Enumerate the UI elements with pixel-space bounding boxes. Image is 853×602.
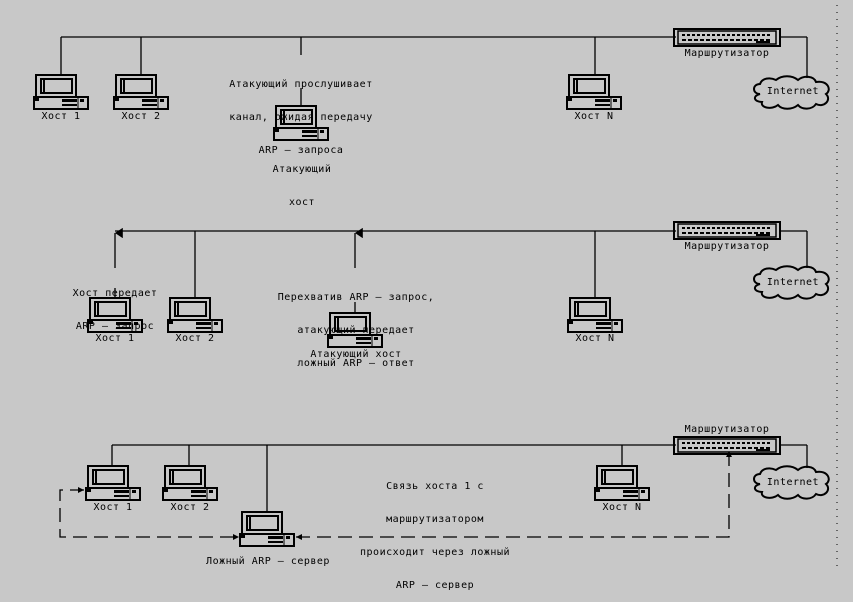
host-2-label: Хост 2 <box>170 502 210 513</box>
router-icon <box>673 221 781 240</box>
host-1-label: Хост 1 <box>95 333 135 344</box>
host-1-computer-icon <box>33 74 89 110</box>
host-2-computer-icon <box>167 297 223 333</box>
panel-3-note: Связь хоста 1 с маршрутизатором происход… <box>360 481 510 591</box>
spoofed-traffic-path <box>59 451 732 540</box>
router-label: Маршрутизатор <box>684 48 770 59</box>
host-n-computer-icon <box>566 74 622 110</box>
router-icon <box>673 436 781 455</box>
fake-arp-server-computer-icon <box>239 511 295 547</box>
host-1-label: Хост 1 <box>41 111 81 122</box>
router-label: Маршрутизатор <box>684 241 770 252</box>
panel-1-note: Атакующий прослушивает канал, ожидая пер… <box>229 79 373 156</box>
host-n-label: Хост N <box>574 111 614 122</box>
panel-1 <box>33 28 830 141</box>
panel-3 <box>59 436 830 547</box>
router-label: Маршрутизатор <box>684 424 770 435</box>
router-icon <box>673 28 781 47</box>
internet-label: Internet <box>766 277 820 288</box>
host-n-label: Хост N <box>602 502 642 513</box>
internet-label: Internet <box>766 477 820 488</box>
host-1-note: Хост передает ARP — запрос <box>72 288 158 332</box>
internet-label: Internet <box>766 86 820 97</box>
host-n-computer-icon <box>567 297 623 333</box>
fake-arp-server-label: Ложный ARP — сервер <box>206 556 330 567</box>
host-n-computer-icon <box>594 465 650 501</box>
panel-2-note: Перехватив ARP — запрос, атакующий перед… <box>277 292 435 369</box>
panel-2 <box>87 221 830 348</box>
host-2-computer-icon <box>162 465 218 501</box>
host-1-computer-icon <box>85 465 141 501</box>
network-diagram <box>33 5 838 570</box>
host-2-computer-icon <box>113 74 169 110</box>
host-1-label: Хост 1 <box>93 502 133 513</box>
host-2-label: Хост 2 <box>175 333 215 344</box>
attacker-label: Атакующий хост <box>272 164 332 208</box>
host-n-label: Хост N <box>575 333 615 344</box>
attacker-label: Атакующий хост <box>310 349 402 360</box>
host-2-label: Хост 2 <box>121 111 161 122</box>
